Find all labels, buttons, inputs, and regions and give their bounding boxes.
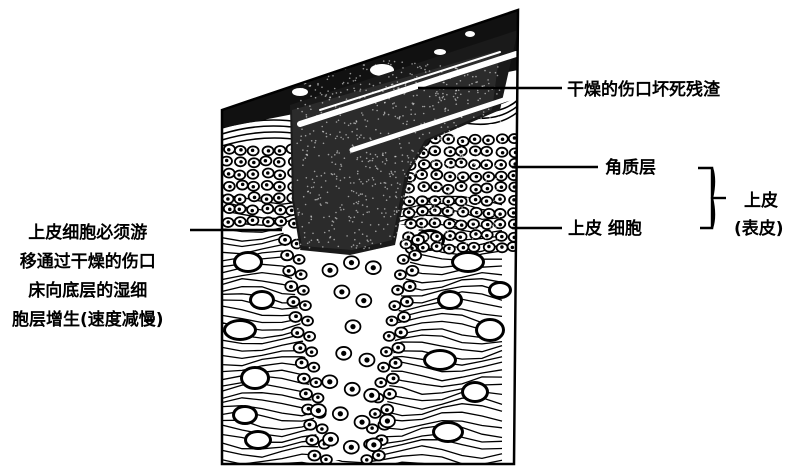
migration-note-line: 上皮细胞必须游 xyxy=(12,219,164,248)
epidermis-label: (表皮) xyxy=(734,218,784,240)
migration-note-line: 移通过干燥的伤口 xyxy=(12,248,164,277)
migration-note-line: 胞层增生(速度减慢) xyxy=(12,306,164,335)
migration-note: 上皮细胞必须游 移通过干燥的伤口 床向底层的湿细 胞层增生(速度减慢) xyxy=(12,219,164,335)
migration-note-line: 床向底层的湿细 xyxy=(12,277,164,306)
tissue-block xyxy=(210,0,530,468)
epithelium-label: 上皮 xyxy=(744,190,778,212)
epithelial-cells-label: 上皮 细胞 xyxy=(568,218,642,240)
scab-label: 干燥的伤口坏死残渣 xyxy=(567,79,720,101)
stratum-corneum-label: 角质层 xyxy=(605,157,656,179)
